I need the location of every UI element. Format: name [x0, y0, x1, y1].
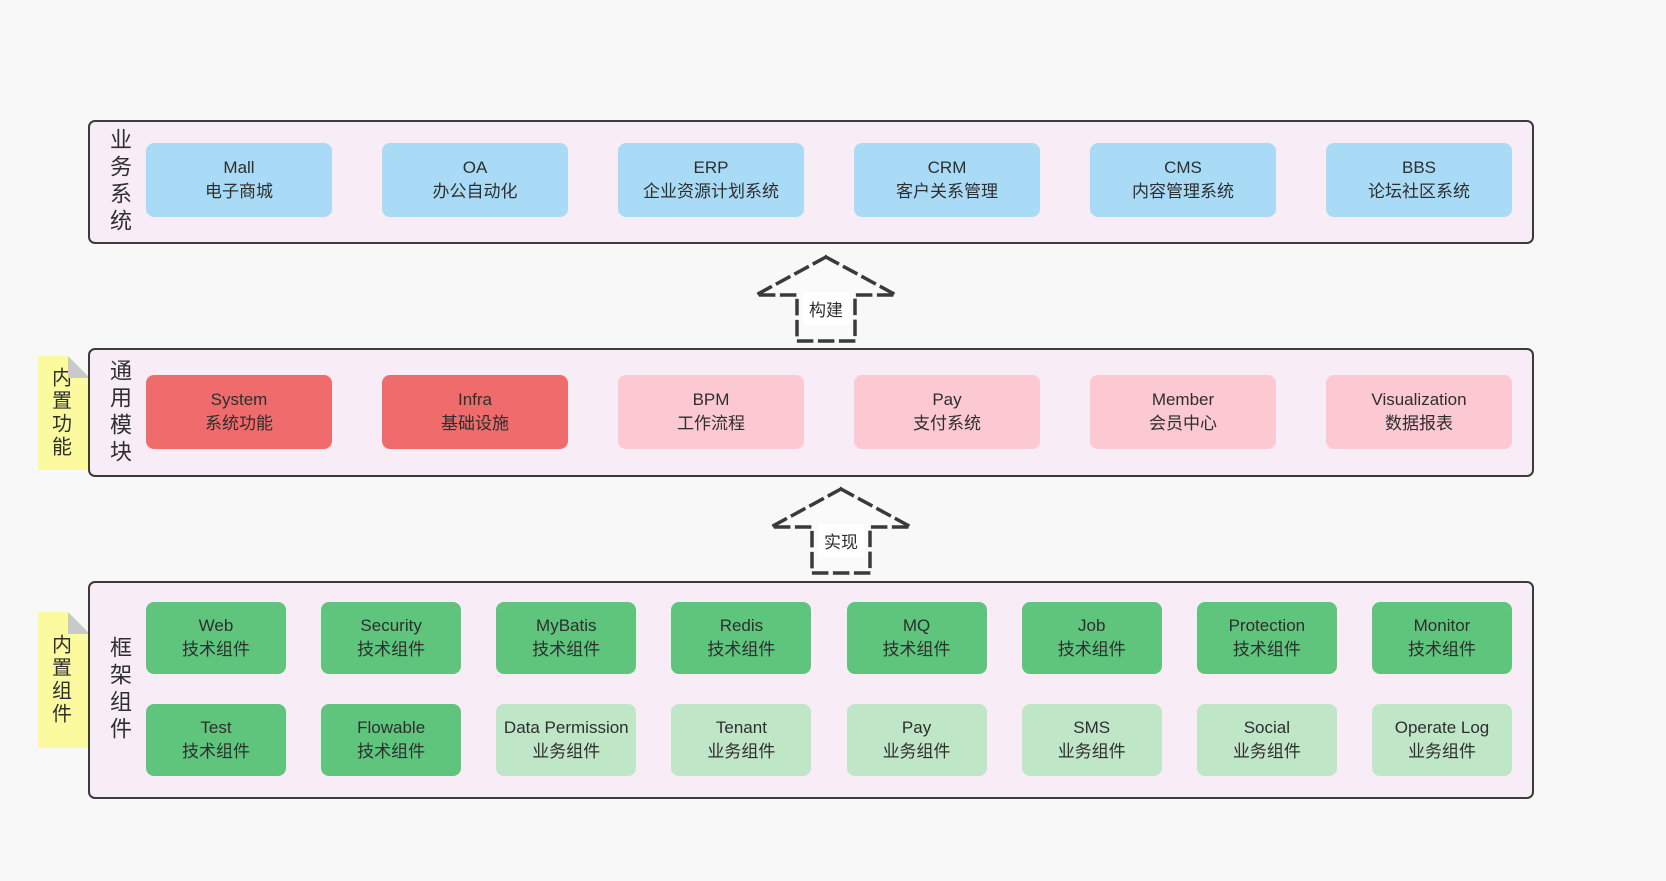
modules-box-row: System 系统功能 Infra 基础设施 BPM 工作流程 Pay 支付系统…: [146, 375, 1512, 449]
note-fold-corner: [68, 356, 90, 378]
box-redis: Redis 技术组件: [671, 602, 812, 674]
box-tenant: Tenant 业务组件: [671, 704, 812, 776]
box-pay-component: Pay 业务组件: [846, 704, 987, 776]
business-box-row: Mall 电子商城 OA 办公自动化 ERP 企业资源计划系统 CRM 客户关系…: [146, 143, 1512, 217]
box-bpm: BPM 工作流程: [618, 375, 804, 449]
box-crm: CRM 客户关系管理: [854, 143, 1040, 217]
box-erp: ERP 企业资源计划系统: [618, 143, 804, 217]
box-security: Security 技术组件: [321, 602, 462, 674]
box-mq: MQ 技术组件: [846, 602, 987, 674]
box-job: Job 技术组件: [1021, 602, 1162, 674]
section-framework-components: 框架组件 Web 技术组件 Security 技术组件 MyBatis 技术组件…: [88, 581, 1534, 799]
box-social: Social 业务组件: [1196, 704, 1337, 776]
sticky-note-builtin-components: 内置组件: [38, 612, 90, 748]
section-common-modules: 通用模块 System 系统功能 Infra 基础设施 BPM 工作流程 Pay…: [88, 348, 1534, 477]
box-test: Test 技术组件: [146, 704, 286, 776]
box-web: Web 技术组件: [146, 602, 286, 674]
framework-box-row-2: Test 技术组件 Flowable 技术组件 Data Permission …: [146, 704, 1512, 776]
implement-arrow: 实现: [766, 486, 916, 576]
framework-box-row-1: Web 技术组件 Security 技术组件 MyBatis 技术组件 Redi…: [146, 602, 1512, 674]
sticky-note-builtin-features: 内置功能: [38, 356, 90, 470]
box-cms: CMS 内容管理系统: [1090, 143, 1276, 217]
section-business-systems: 业务系统 Mall 电子商城 OA 办公自动化 ERP 企业资源计划系统 CRM…: [88, 120, 1534, 244]
box-sms: SMS 业务组件: [1021, 704, 1162, 776]
box-mall: Mall 电子商城: [146, 143, 332, 217]
note-fold-corner: [68, 612, 90, 634]
box-operate-log: Operate Log 业务组件: [1371, 704, 1512, 776]
build-arrow: 构建: [751, 254, 901, 344]
box-protection: Protection 技术组件: [1196, 602, 1337, 674]
box-infra: Infra 基础设施: [382, 375, 568, 449]
build-arrow-label: 构建: [803, 292, 849, 325]
section-title-modules: 通用模块: [107, 358, 132, 467]
box-visualization: Visualization 数据报表: [1326, 375, 1512, 449]
box-data-permission: Data Permission 业务组件: [496, 704, 637, 776]
box-oa: OA 办公自动化: [382, 143, 568, 217]
sticky-note-text: 内置功能: [48, 367, 71, 459]
box-bbs: BBS 论坛社区系统: [1326, 143, 1512, 217]
box-mybatis: MyBatis 技术组件: [496, 602, 637, 674]
section-title-framework: 框架组件: [107, 636, 132, 744]
box-flowable: Flowable 技术组件: [321, 704, 462, 776]
box-pay-module: Pay 支付系统: [854, 375, 1040, 449]
section-title-business: 业务系统: [107, 128, 132, 236]
box-system: System 系统功能: [146, 375, 332, 449]
box-monitor: Monitor 技术组件: [1371, 602, 1512, 674]
sticky-note-text: 内置组件: [48, 634, 71, 726]
implement-arrow-label: 实现: [818, 524, 864, 557]
box-member: Member 会员中心: [1090, 375, 1276, 449]
